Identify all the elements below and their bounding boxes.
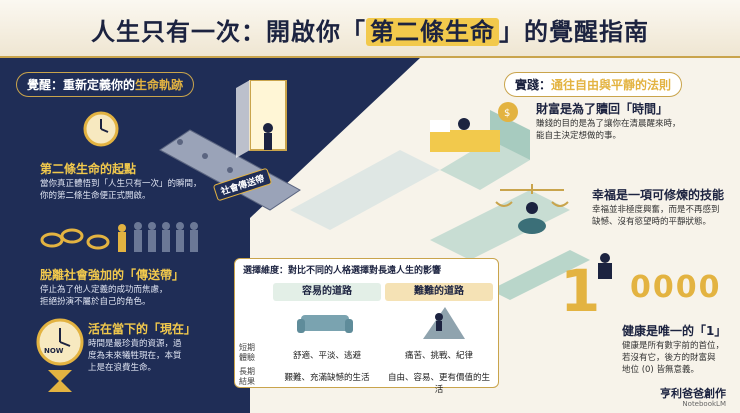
row2-label: 長期 結果	[239, 367, 255, 387]
choice-table: 選擇維度：對比不同的人格選擇對長遠人生的影響 容易的道路 難難的道路 短期 體驗…	[234, 258, 499, 395]
right-badge: 實踐：通往自由與平靜的法則	[504, 72, 683, 97]
zeros-numeral: 0000	[630, 270, 722, 305]
r2-body-line1: 幸福並非極度興奮，而是不再感到	[592, 205, 720, 215]
hard-short-cell: 痛苦、挑戰、紀律	[404, 351, 473, 361]
r3-body-line3: 地位 (0) 皆無意義。	[622, 365, 699, 375]
s1-body-line2: 你的第二條生命便正式開啟。	[40, 191, 151, 201]
now-label: NOW	[44, 347, 64, 355]
s1-body-line1: 當你真正體悟到「人生只有一次」的瞬間，	[40, 179, 202, 189]
r3-body-line2: 若沒有它，後方的財富與	[622, 353, 716, 363]
r1-body: 賺錢的目的是為了讓你在清晨醒來時， 能自主決定想做的事。	[536, 118, 681, 142]
title-post: 」的覺醒指南	[499, 18, 649, 46]
s3-body-line1: 時間是最珍貴的資源，過	[88, 339, 182, 349]
scale-meditation-icon	[495, 184, 569, 234]
col-hard-header: 難難的道路	[385, 283, 493, 301]
row2-label-b: 結果	[239, 377, 255, 386]
s1-body: 當你真正體悟到「人生只有一次」的瞬間， 你的第二條生命便正式開啟。	[40, 178, 202, 202]
footer-brand: 亨利爸爸創作	[660, 387, 726, 400]
s3-body: 時間是最珍貴的資源，過 度為未來犧牲現在，本質 上是在浪費生命。	[88, 338, 182, 374]
header: 人生只有一次：開啟你「第二條生命」的覺醒指南	[0, 0, 740, 58]
sofa-icon	[297, 315, 353, 333]
left-badge: 覺醒：重新定義你的生命軌跡	[16, 72, 195, 97]
clock-icon	[83, 111, 119, 147]
left-badge-gold: 生命軌跡	[135, 78, 184, 92]
right-badge-gold: 通往自由與平靜的法則	[551, 78, 672, 92]
strongman-icon	[598, 253, 612, 279]
row1-label-a: 短期	[239, 343, 255, 352]
s2-body: 停止為了他人定義的成功而焦慮， 拒絕扮演不屬於自己的角色。	[40, 284, 168, 308]
hard-long-cell: 自由、容易、更有價值的生活	[387, 373, 490, 395]
footer-notebooklm: NotebookLM	[682, 400, 726, 408]
conveyor-belt-illustration	[159, 80, 301, 211]
broken-chain-icon	[40, 222, 198, 252]
easy-short-cell: 舒適、平淡、逃避	[292, 351, 361, 361]
title-highlight: 第二條生命	[366, 18, 499, 46]
s1-heading: 第二條生命的起點	[40, 162, 137, 176]
title-pre: 人生只有一次：開啟你「	[91, 18, 366, 46]
s3-body-line3: 上是在浪費生命。	[88, 363, 157, 373]
r2-body: 幸福並非極度興奮，而是不再感到 缺憾、沒有慾望時的平靜狀態。	[592, 204, 720, 228]
s2-body-line2: 拒絕扮演不屬於自己的角色。	[40, 297, 151, 307]
big-one-numeral: 1	[560, 257, 601, 325]
r1-heading: 財富是為了贖回「時間」	[536, 102, 669, 116]
r3-body: 健康是所有數字前的首位， 若沒有它，後方的財富與 地位 (0) 皆無意義。	[622, 340, 724, 376]
panel-diagonal	[250, 58, 420, 218]
row1-label: 短期 體驗	[239, 343, 255, 363]
right-badge-pre: 實踐：	[515, 78, 552, 92]
s3-body-line2: 度為未來犧牲現在，本質	[88, 351, 182, 361]
r1-body-line1: 賺錢的目的是為了讓你在清晨醒來時，	[536, 119, 681, 129]
s2-heading: 脫離社會強加的「傳送帶」	[40, 268, 185, 282]
bed-money-illustration: $	[430, 102, 518, 152]
table-badge: 選擇維度：對比不同的人格選擇對長遠人生的影響	[243, 266, 442, 276]
svg-text:$: $	[504, 108, 510, 119]
easy-long-cell: 艱難、充滿缺憾的生活	[284, 373, 370, 383]
climber-icon	[423, 307, 465, 339]
row1-label-b: 體驗	[239, 353, 255, 362]
left-badge-pre: 覺醒：重新定義你的	[27, 78, 136, 92]
r2-heading: 幸福是一項可修煉的技能	[592, 188, 725, 202]
now-clock-icon	[36, 318, 84, 392]
r1-body-line2: 能自主決定想做的事。	[536, 131, 622, 141]
r3-heading: 健康是唯一的「1」	[622, 324, 727, 338]
page-title: 人生只有一次：開啟你「第二條生命」的覺醒指南	[0, 12, 740, 47]
col-easy-header: 容易的道路	[273, 283, 381, 301]
r3-body-line1: 健康是所有數字前的首位，	[622, 341, 725, 351]
s2-body-line1: 停止為了他人定義的成功而焦慮，	[40, 285, 168, 295]
s3-heading: 活在當下的「現在」	[88, 322, 197, 336]
r2-body-line2: 缺憾、沒有慾望時的平靜狀態。	[592, 217, 712, 227]
row2-label-a: 長期	[239, 367, 255, 376]
